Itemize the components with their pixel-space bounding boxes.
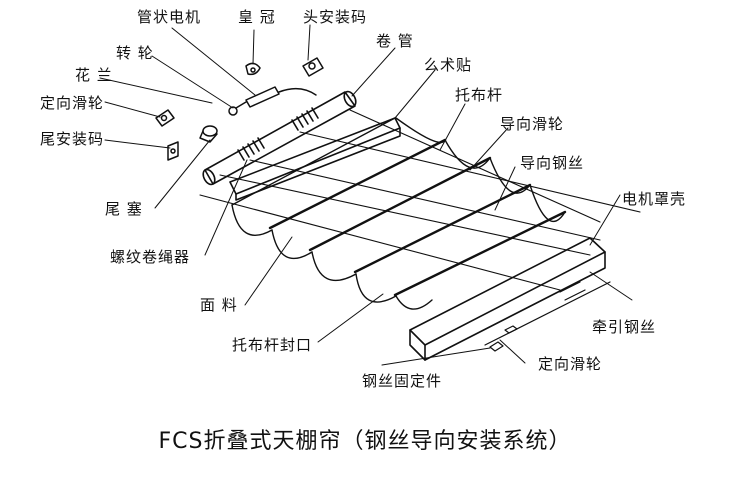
guide-wires (199, 109, 641, 291)
label-rotor: 转 轮 (116, 44, 154, 62)
front-beam (229, 117, 401, 201)
leader-lines (99, 24, 633, 366)
label-crown: 皇 冠 (238, 8, 276, 26)
label-head-bracket: 头安装码 (303, 8, 368, 26)
label-flange: 花 兰 (75, 66, 113, 84)
label-spiral-winder: 螺纹卷绳器 (110, 248, 191, 266)
fixed-pulley-top-part (155, 109, 175, 127)
label-fixed-pulley-top: 定向滑轮 (40, 94, 105, 112)
support-rods (268, 138, 567, 297)
crown-part (245, 62, 261, 76)
label-velcro: 么术贴 (424, 56, 473, 74)
label-tail-bracket: 尾安装码 (40, 130, 105, 148)
end-plug-part (199, 125, 218, 143)
label-end-plug: 尾 塞 (105, 200, 143, 218)
label-fabric: 面 料 (200, 296, 238, 314)
label-fixed-pulley-bottom: 定向滑轮 (538, 355, 603, 373)
roller-tube (202, 90, 357, 186)
label-rod-end-cap: 托布杆封口 (232, 336, 313, 354)
label-guide-pulley: 导向滑轮 (500, 115, 565, 133)
label-support-rod: 托布杆 (455, 86, 504, 104)
motor-cover (409, 237, 606, 361)
label-roller-tube: 卷 管 (376, 32, 414, 50)
label-guide-wire: 导向钢丝 (520, 154, 585, 172)
label-wire-fixer: 钢丝固定件 (362, 372, 443, 390)
label-tubular-motor: 管状电机 (137, 8, 202, 26)
diagram-title: FCS折叠式天棚帘（钢丝导向安装系统） (158, 429, 572, 454)
tubular-motor-part (228, 86, 317, 116)
fabric-folds (231, 117, 566, 310)
head-bracket-part (302, 57, 324, 77)
label-traction-wire: 牵引钢丝 (592, 318, 657, 336)
traction-wire (484, 281, 611, 352)
tail-bracket-part (167, 141, 179, 161)
label-motor-cover: 电机罩壳 (622, 190, 687, 208)
